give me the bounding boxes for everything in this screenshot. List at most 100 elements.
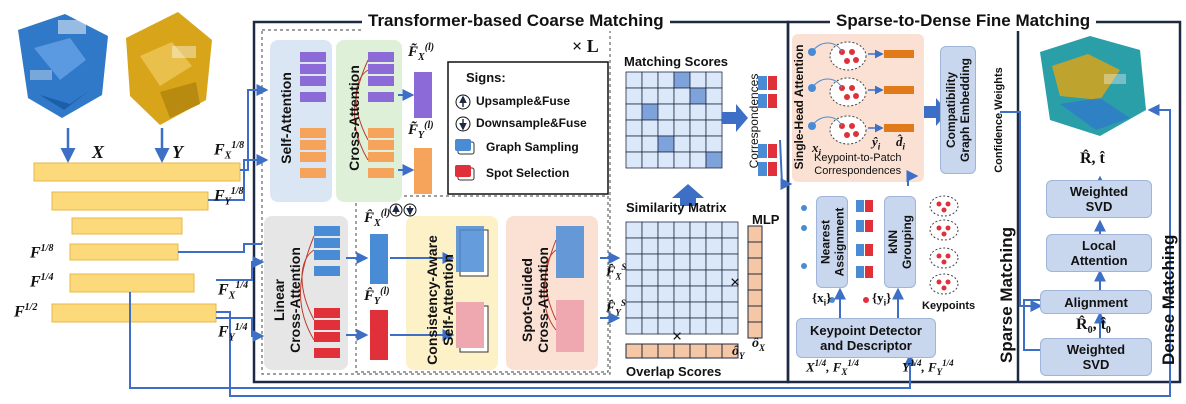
grid-cell <box>641 285 659 303</box>
similarity-matrix-grid <box>625 221 739 335</box>
fy14-label: FY1/4 <box>218 322 248 344</box>
oy-label: ôY <box>732 344 745 361</box>
spot-tokens <box>543 226 584 352</box>
sign-downsample-label: Downsample&Fuse <box>476 116 587 130</box>
overlap-cell <box>689 343 707 359</box>
grid-cell <box>705 151 723 169</box>
refine-block-dashed <box>355 195 609 373</box>
grid-cell <box>641 301 659 319</box>
grid-cell <box>673 119 691 137</box>
signs-legend <box>447 61 609 195</box>
legend-spot-selection-icon <box>455 165 475 181</box>
grid-cell <box>721 237 739 255</box>
feature-bar-1 <box>33 162 241 182</box>
grid-cell <box>641 237 659 255</box>
cross-attention-label: Cross-Attention <box>346 65 362 171</box>
ox-label: ôX <box>752 336 766 353</box>
fsx-label: F̂XS <box>606 262 627 282</box>
grid-cell <box>705 253 723 271</box>
grid-cell <box>689 253 707 271</box>
source-point-cloud <box>18 14 108 118</box>
grid-cell <box>689 269 707 287</box>
grid-cell <box>689 285 707 303</box>
nearest-assignment-tokens <box>801 200 873 278</box>
fx-l-output <box>414 72 432 118</box>
mlp-cell <box>747 225 763 243</box>
grid-cell <box>641 103 659 121</box>
grid-cell <box>625 87 643 105</box>
grid-cell <box>721 317 739 335</box>
matching-scores-label: Matching Scores <box>624 54 729 69</box>
grid-cell <box>625 317 643 335</box>
grid-cell <box>625 301 643 319</box>
feature-bar-2 <box>51 191 209 211</box>
grid-cell <box>705 135 723 153</box>
grid-up-arrow <box>672 184 704 206</box>
grid-cell <box>625 221 643 239</box>
final-rt-label: R̂, t̂ <box>1080 150 1105 167</box>
grid-cell <box>657 87 675 105</box>
grid-cell <box>641 71 659 89</box>
grid-cell <box>689 151 707 169</box>
grid-cell <box>689 317 707 335</box>
feature-bar-4 <box>69 243 179 261</box>
fx-l-label: F̃X(l) <box>408 42 435 63</box>
grid-cell <box>625 135 643 153</box>
grid-cell <box>689 135 707 153</box>
dense-matching-label: Dense Matching <box>1159 234 1178 365</box>
fhx-l-output <box>370 234 388 284</box>
grid-cell <box>657 285 675 303</box>
self-attention-label: Self-Attention <box>278 72 294 164</box>
f14-label: F1/4 <box>30 272 54 291</box>
keypoint-x-dot <box>829 297 835 303</box>
mlp-cell <box>747 289 763 307</box>
fx18-label: FX1/8 <box>214 140 245 162</box>
grid-cell <box>625 103 643 121</box>
grid-cell <box>705 269 723 287</box>
feature-bar-3 <box>71 217 183 235</box>
consistency-tokens <box>456 226 489 353</box>
sign-spot-selection-label: Spot Selection <box>486 166 570 180</box>
keypoints-label: Keypoints <box>922 300 976 312</box>
target-label: Y <box>172 142 183 162</box>
grid-cell <box>689 103 707 121</box>
set-y-label: {yi} <box>872 290 892 308</box>
source-label: X <box>92 142 105 162</box>
di-label: d̂i <box>896 134 906 152</box>
target-point-cloud <box>126 12 212 125</box>
overlap-cell <box>641 343 659 359</box>
grid-cell <box>657 237 675 255</box>
fine-title: Sparse-to-Dense Fine Matching <box>830 11 1097 31</box>
grid-cell <box>705 317 723 335</box>
feature-bar-5 <box>69 273 195 293</box>
fx14-label: FX1/4 <box>218 280 249 302</box>
fsy-label: F̂YS <box>606 298 626 318</box>
grid-cell <box>657 135 675 153</box>
grid-cell <box>705 87 723 105</box>
fy18-label: FY1/8 <box>214 186 244 208</box>
sign-graph-sampling-label: Graph Sampling <box>486 140 579 154</box>
alignment-box: Alignment <box>1040 290 1152 314</box>
grid-cell <box>673 237 691 255</box>
grid-cell <box>689 71 707 89</box>
keypoint-y-dot <box>863 297 869 303</box>
single-head-attention-bg <box>792 34 924 182</box>
grid-cell <box>721 253 739 271</box>
registered-point-cloud <box>1040 36 1146 136</box>
correspondence-blocks <box>758 76 777 176</box>
grid-cell <box>673 103 691 121</box>
grid-cell <box>705 237 723 255</box>
times-bottom-label: × <box>672 326 683 346</box>
overlap-cell <box>625 343 643 359</box>
grid-cell <box>689 87 707 105</box>
fine-x-input-label: X1/4, FX1/4 <box>806 358 859 377</box>
feature-bar-6 <box>51 303 217 323</box>
grid-cell <box>657 301 675 319</box>
